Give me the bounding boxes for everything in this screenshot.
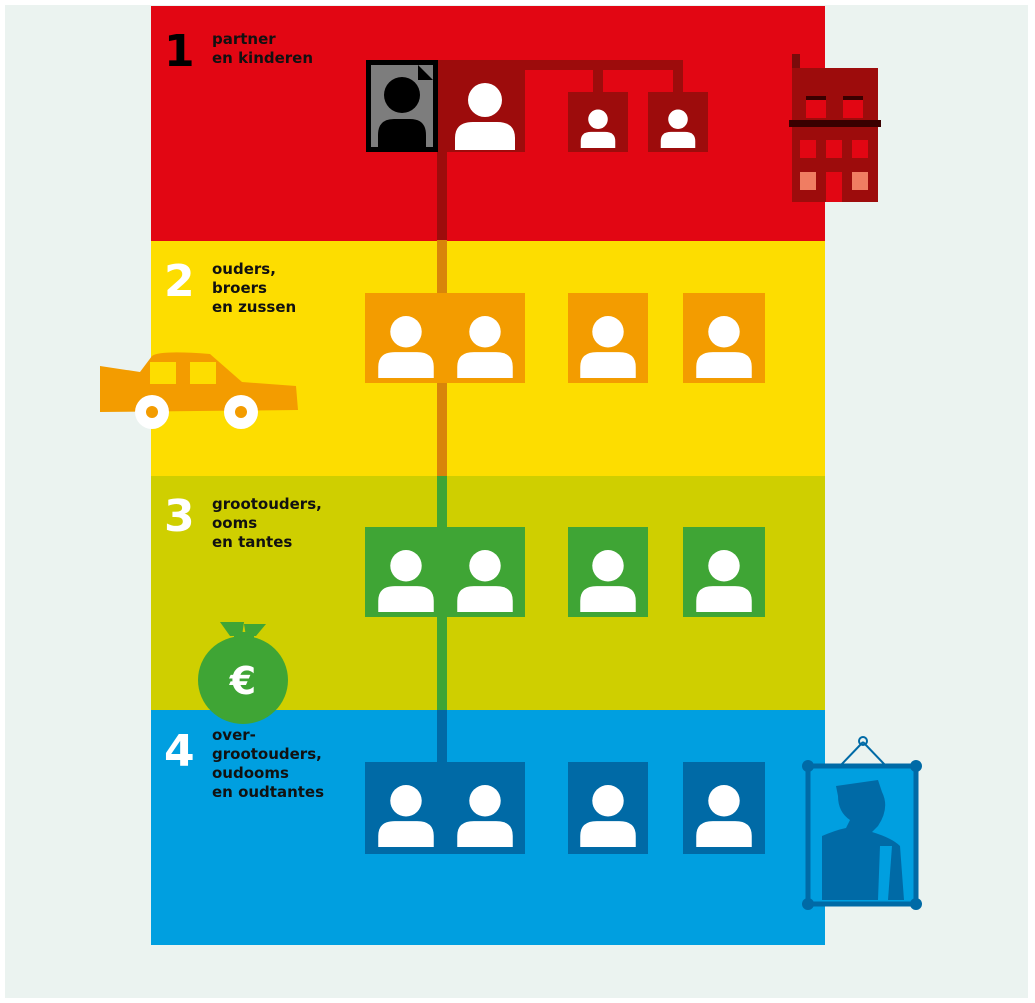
- generation-label-1: partner en kinderen: [212, 30, 314, 67]
- euro-symbol: €: [229, 659, 256, 703]
- self-person-icon: [366, 60, 438, 152]
- child-person-icon: [568, 92, 628, 152]
- connector-gen1: [437, 60, 447, 240]
- connector-gen4: [437, 710, 447, 762]
- gen3-people: [365, 527, 765, 617]
- connector-children: [437, 60, 683, 70]
- money-bag-icon: €: [198, 622, 288, 724]
- generation-number-1: 1: [164, 26, 195, 77]
- generation-number-2: 2: [164, 256, 195, 307]
- framed-portrait-icon: [802, 736, 922, 910]
- generation-label-4: over- grootouders, oudooms en oudtantes: [212, 726, 325, 801]
- car-icon: [100, 352, 298, 429]
- partner-person-icon: [445, 60, 525, 152]
- house-icon: [789, 54, 881, 202]
- generation-number-4: 4: [164, 726, 195, 777]
- generation-label-3: grootouders, ooms en tantes: [212, 495, 322, 551]
- gen2-people: [365, 293, 765, 383]
- generation-label-2: ouders, broers en zussen: [212, 260, 297, 316]
- child-person-icon: [648, 92, 708, 152]
- gen4-people: [365, 762, 765, 854]
- connector-lines: [437, 60, 683, 762]
- generation-number-3: 3: [164, 491, 195, 542]
- gen1-people: [366, 60, 708, 152]
